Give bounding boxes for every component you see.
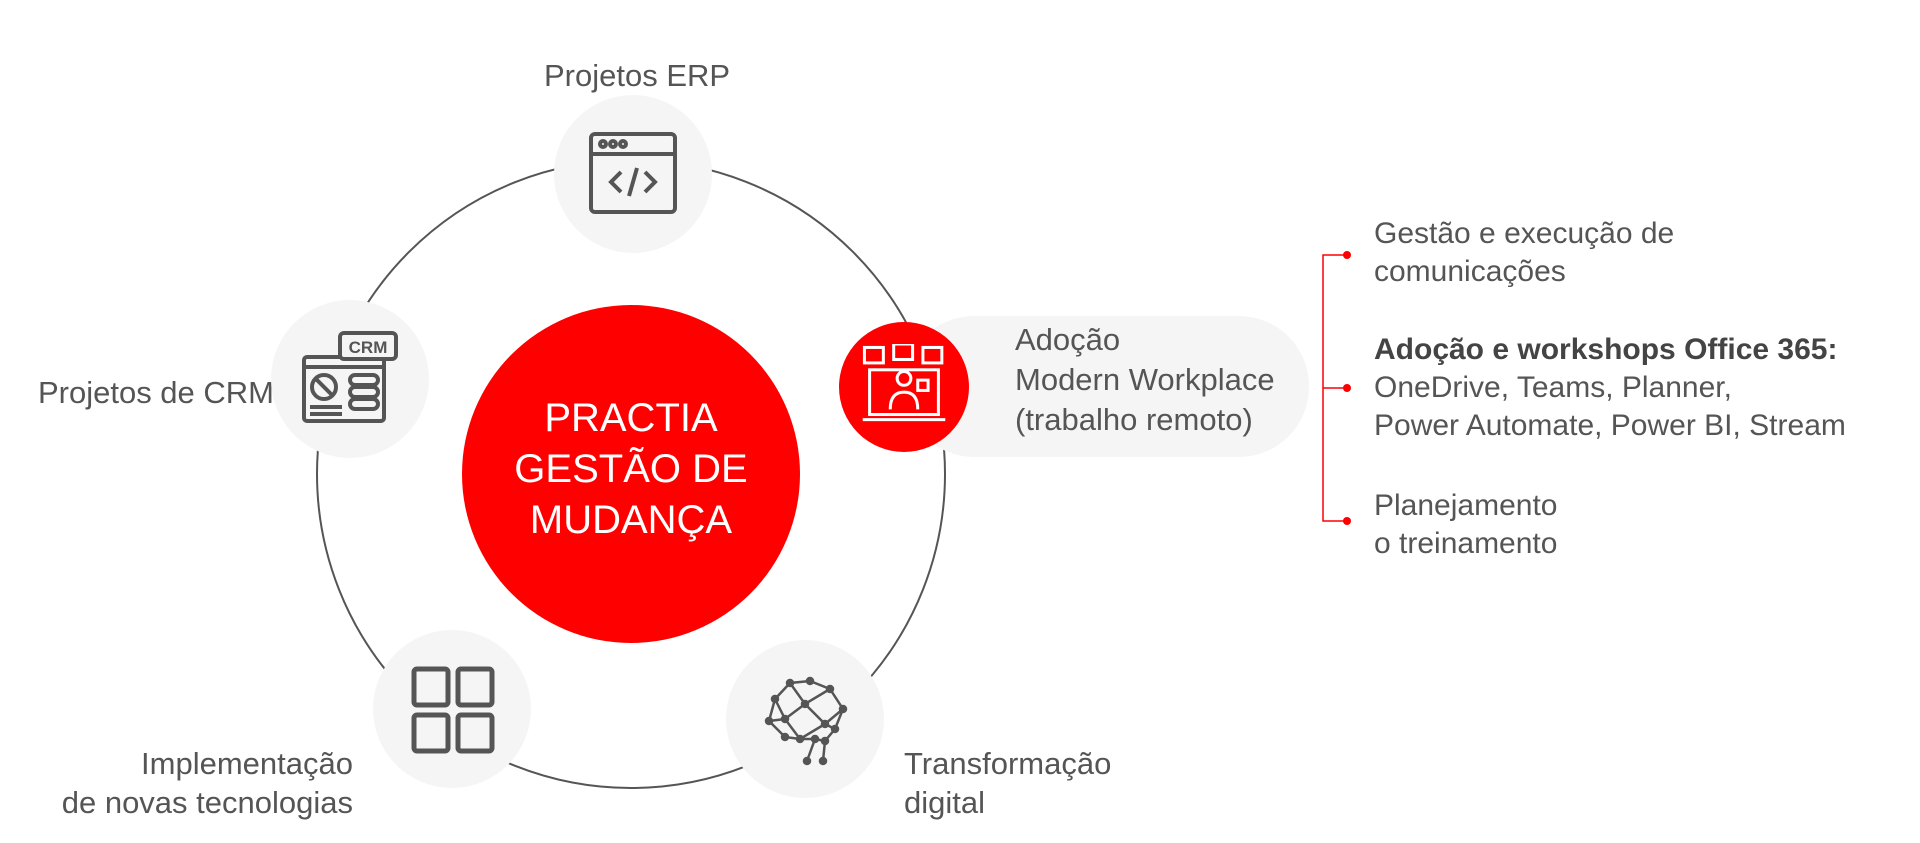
adoption-line: (trabalho remoto) <box>1015 402 1253 437</box>
detail-line: Planejamento <box>1374 489 1558 522</box>
svg-text:CRM: CRM <box>349 338 388 357</box>
adoption-line: Modern Workplace <box>1015 362 1275 397</box>
bullet-dot <box>1343 517 1351 525</box>
erp-label: Projetos ERP <box>544 58 731 93</box>
digital-line: Transformação <box>904 746 1112 781</box>
detail-communications: Gestão e execução de comunicações <box>1374 215 1674 291</box>
adoption-label: Adoção Modern Workplace (trabalho remoto… <box>1015 320 1275 440</box>
tech-line: Implementação <box>141 746 353 781</box>
detail-line: o treinamento <box>1374 527 1558 560</box>
detail-line: Power Automate, Power BI, Stream <box>1374 409 1846 442</box>
crm-dashboard-icon: CRM <box>302 331 398 423</box>
grid-apps-icon <box>411 666 495 754</box>
center-circle <box>462 305 800 643</box>
tech-label: Implementação de novas tecnologias <box>62 744 353 822</box>
neural-network-brain-icon <box>764 676 848 766</box>
detail-office365: Adoção e workshops Office 365: OneDrive,… <box>1374 331 1846 445</box>
tech-line: de novas tecnologias <box>61 785 353 820</box>
digital-node[interactable] <box>726 640 884 798</box>
adoption-pill[interactable] <box>904 316 1309 457</box>
digital-line: digital <box>904 785 985 820</box>
adoption-line: Adoção <box>1015 322 1121 357</box>
tech-node[interactable] <box>373 630 531 788</box>
code-window-icon <box>589 132 677 214</box>
detail-line: comunicações <box>1374 255 1566 288</box>
crm-node[interactable]: CRM <box>271 300 429 458</box>
center-line: PRACTIA <box>544 396 718 440</box>
erp-node[interactable] <box>554 95 712 253</box>
center-line: GESTÃO DE <box>514 447 748 491</box>
crm-label: Projetos de CRM <box>37 375 274 410</box>
center-line: MUDANÇA <box>529 498 733 542</box>
detail-training: Planejamento o treinamento <box>1374 487 1557 563</box>
detail-line: Gestão e execução de <box>1374 217 1675 250</box>
bullet-dot <box>1343 251 1351 259</box>
adoption-node[interactable] <box>839 322 969 452</box>
remote-meeting-laptop-icon <box>862 344 946 422</box>
detail-line: OneDrive, Teams, Planner, <box>1374 371 1732 404</box>
center-title: PRACTIA GESTÃO DE MUDANÇA <box>462 393 800 546</box>
digital-label: Transformação digital <box>904 744 1111 822</box>
bullet-dot <box>1343 384 1351 392</box>
detail-title: Adoção e workshops Office 365: <box>1374 333 1838 366</box>
